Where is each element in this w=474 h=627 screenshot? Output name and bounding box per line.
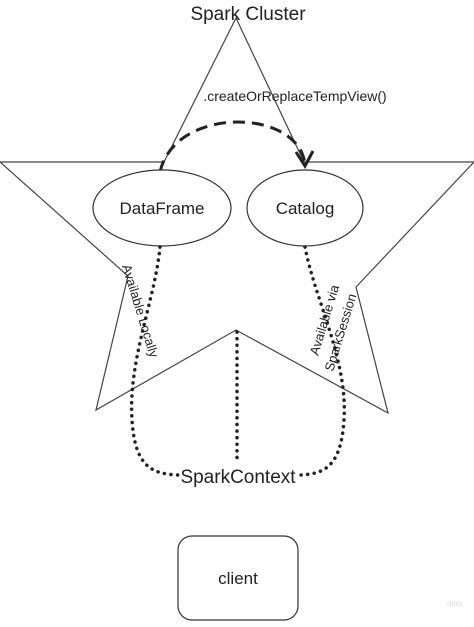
sparkcontext-label: SparkContext <box>180 467 296 488</box>
catalog-label: Catalog <box>276 199 335 218</box>
create-temp-view-label: .createOrReplaceTempView() <box>203 88 386 104</box>
dataframe-label: DataFrame <box>119 199 204 218</box>
dataframe-to-sparkcontext-link <box>129 245 180 477</box>
create-temp-view-arrow <box>158 120 307 173</box>
dataframe-node <box>92 169 232 247</box>
miro-watermark: miro <box>447 599 463 608</box>
catalog-to-sparkcontext-link <box>298 245 347 477</box>
client-label: client <box>218 569 258 588</box>
create-temp-view-arrowhead <box>294 150 315 169</box>
client-node <box>177 535 299 621</box>
spark-cluster-title: Spark Cluster <box>190 4 306 25</box>
spark-cluster-star <box>0 16 474 415</box>
